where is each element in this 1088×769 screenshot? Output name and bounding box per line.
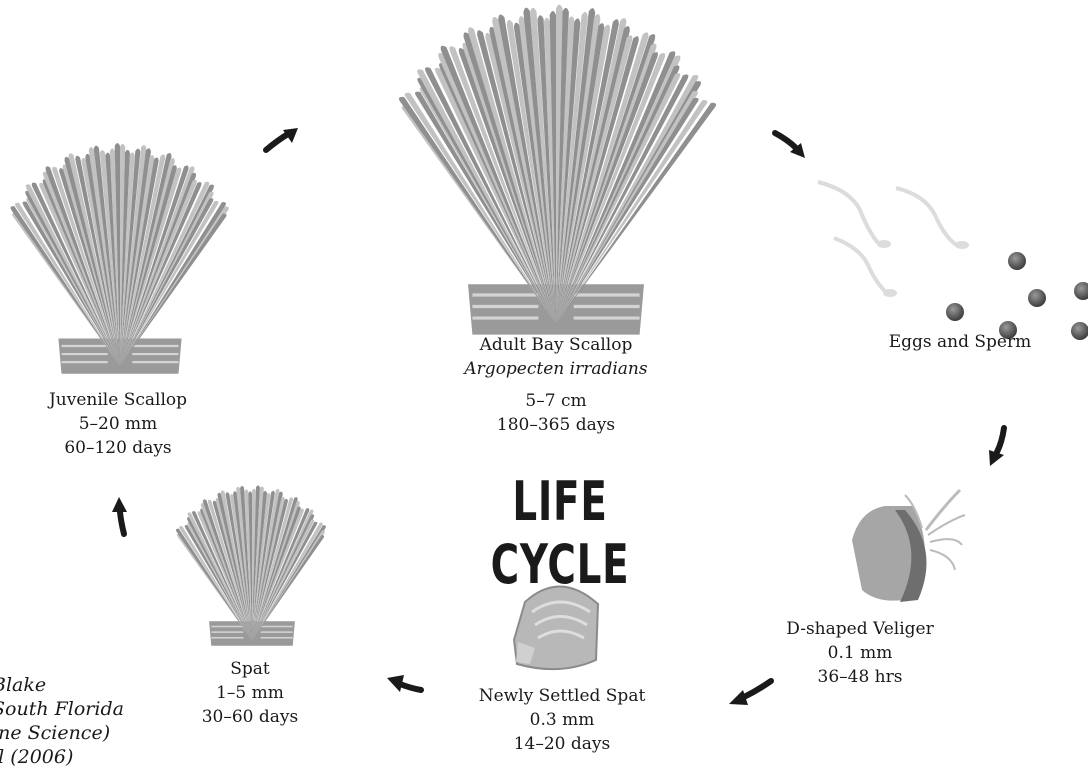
arrow-eggs-to-veliger (989, 425, 1007, 466)
diagram-title: LIFE CYCLE (490, 470, 630, 596)
sperm-cells (817, 180, 969, 297)
credit-line-1: Blake (0, 674, 47, 696)
adult-size: 5–7 cm (525, 391, 587, 411)
settled-label: Newly Settled Spat 0.3 mm 14–20 days (462, 684, 662, 756)
adult-scallop-shell (398, 4, 717, 335)
spat-size: 1–5 mm (216, 683, 284, 703)
eggs (946, 252, 1088, 340)
juvenile-scallop-shell (10, 143, 229, 374)
spat-shell (175, 485, 326, 646)
credit-line-2: South Florida (0, 698, 124, 720)
adult-duration: 180–365 days (496, 415, 616, 435)
scallop-ribs (175, 485, 326, 646)
juvenile-size: 5–20 mm (78, 414, 158, 434)
newly-settled-spat-shell (512, 585, 600, 671)
arrow-adult-to-eggs (772, 130, 805, 158)
settled-duration: 14–20 days (513, 734, 611, 754)
veliger-duration: 36–48 hrs (817, 667, 903, 687)
life-cycle-diagram: Adult Bay Scallop Argopecten irradians 5… (0, 4, 1088, 768)
veliger-size: 0.1 mm (827, 643, 893, 663)
image-credit: Blake South Florida ine Science) ll (200… (0, 673, 124, 769)
scallop-ribs (398, 4, 717, 335)
credit-line-4: ll (2006) (0, 746, 74, 768)
adult-label: Adult Bay Scallop Argopecten irradians 5… (456, 333, 656, 437)
spat-name: Spat (230, 659, 270, 679)
arrow-juvenile-to-adult (263, 128, 298, 153)
juvenile-name: Juvenile Scallop (48, 390, 187, 410)
veliger-name: D-shaped Veliger (786, 619, 934, 639)
adult-name: Adult Bay Scallop (479, 335, 633, 355)
credit-line-3: ine Science) (0, 722, 111, 744)
adult-species: Argopecten irradians (464, 359, 648, 379)
cycle-arrows (112, 128, 1007, 705)
juvenile-duration: 60–120 days (64, 438, 172, 458)
arrow-spat-to-juvenile (112, 497, 127, 537)
arrow-settled-to-spat (387, 675, 424, 693)
spat-duration: 30–60 days (201, 707, 299, 727)
veliger-larva (852, 488, 966, 602)
veliger-label: D-shaped Veliger 0.1 mm 36–48 hrs (770, 617, 950, 689)
settled-size: 0.3 mm (529, 710, 595, 730)
settled-name: Newly Settled Spat (478, 686, 646, 706)
scallop-ribs (10, 143, 229, 374)
eggs-name: Eggs and Sperm (888, 332, 1032, 352)
eggs-label: Eggs and Sperm (870, 330, 1050, 354)
juvenile-label: Juvenile Scallop 5–20 mm 60–120 days (28, 388, 208, 460)
spat-label: Spat 1–5 mm 30–60 days (180, 657, 320, 729)
arrow-veliger-to-settled (729, 678, 774, 705)
